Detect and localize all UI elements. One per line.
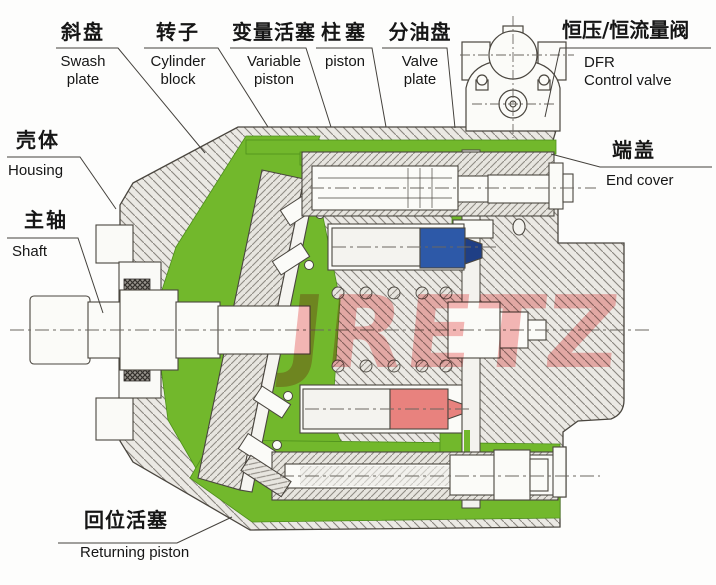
label-returning-piston-zh: 回位活塞 (84, 508, 168, 532)
leader-end-cover (550, 153, 712, 168)
leader-dfr-valve (544, 47, 711, 118)
label-housing: 壳体 Housing (8, 128, 64, 179)
label-piston-zh: 柱塞 (321, 20, 369, 44)
leader-variable-piston (230, 47, 332, 128)
flange-top (95, 224, 134, 264)
leader-lines (7, 47, 712, 544)
label-variable-piston: 变量活塞 Variable piston (232, 20, 316, 88)
watermark-text: JRETZ (275, 274, 626, 391)
leader-valve-plate (382, 47, 456, 129)
label-variable-piston-zh: 变量活塞 (232, 20, 316, 44)
leader-returning-piston (58, 516, 233, 544)
label-end-cover: 端盖 End cover (606, 138, 674, 189)
leader-swash-plate (56, 47, 206, 154)
label-dfr-valve: 恒压/恒流量阀 DFR Control valve (562, 18, 690, 89)
centerlines (10, 187, 652, 477)
label-end-cover-zh: 端盖 (612, 138, 656, 162)
bearing-balls (331, 286, 453, 373)
blue-piston (419, 227, 466, 269)
label-valve-plate-zh: 分油盘 (388, 20, 452, 44)
label-valve-plate: 分油盘 Valve plate (386, 20, 454, 89)
leader-piston (316, 47, 387, 128)
leader-shaft (7, 237, 104, 314)
label-returning-piston: 回位活塞 Returning piston (80, 508, 190, 561)
dfr-valve-drawing (460, 16, 574, 138)
label-cylinder-block-zh: 转子 (156, 20, 200, 44)
label-housing-zh: 壳体 (16, 128, 60, 152)
label-piston: 柱塞 piston (310, 20, 380, 71)
blue-piston-tip (464, 237, 483, 265)
label-swash-plate-zh: 斜盘 (61, 20, 105, 44)
label-shaft: 主轴 Shaft (12, 208, 68, 260)
watermark: JRETZ (275, 274, 626, 391)
label-shaft-zh: 主轴 (24, 208, 68, 232)
label-dfr-valve-zh: 恒压/恒流量阀 (562, 18, 690, 42)
end-cover-details (447, 162, 574, 501)
leader-housing (7, 156, 117, 210)
label-swash-plate: 斜盘 Swash plate (46, 20, 120, 89)
leader-cylinder-block (144, 47, 269, 128)
flange-bottom (95, 397, 134, 441)
label-cylinder-block: 转子 Cylinder block (140, 20, 216, 89)
